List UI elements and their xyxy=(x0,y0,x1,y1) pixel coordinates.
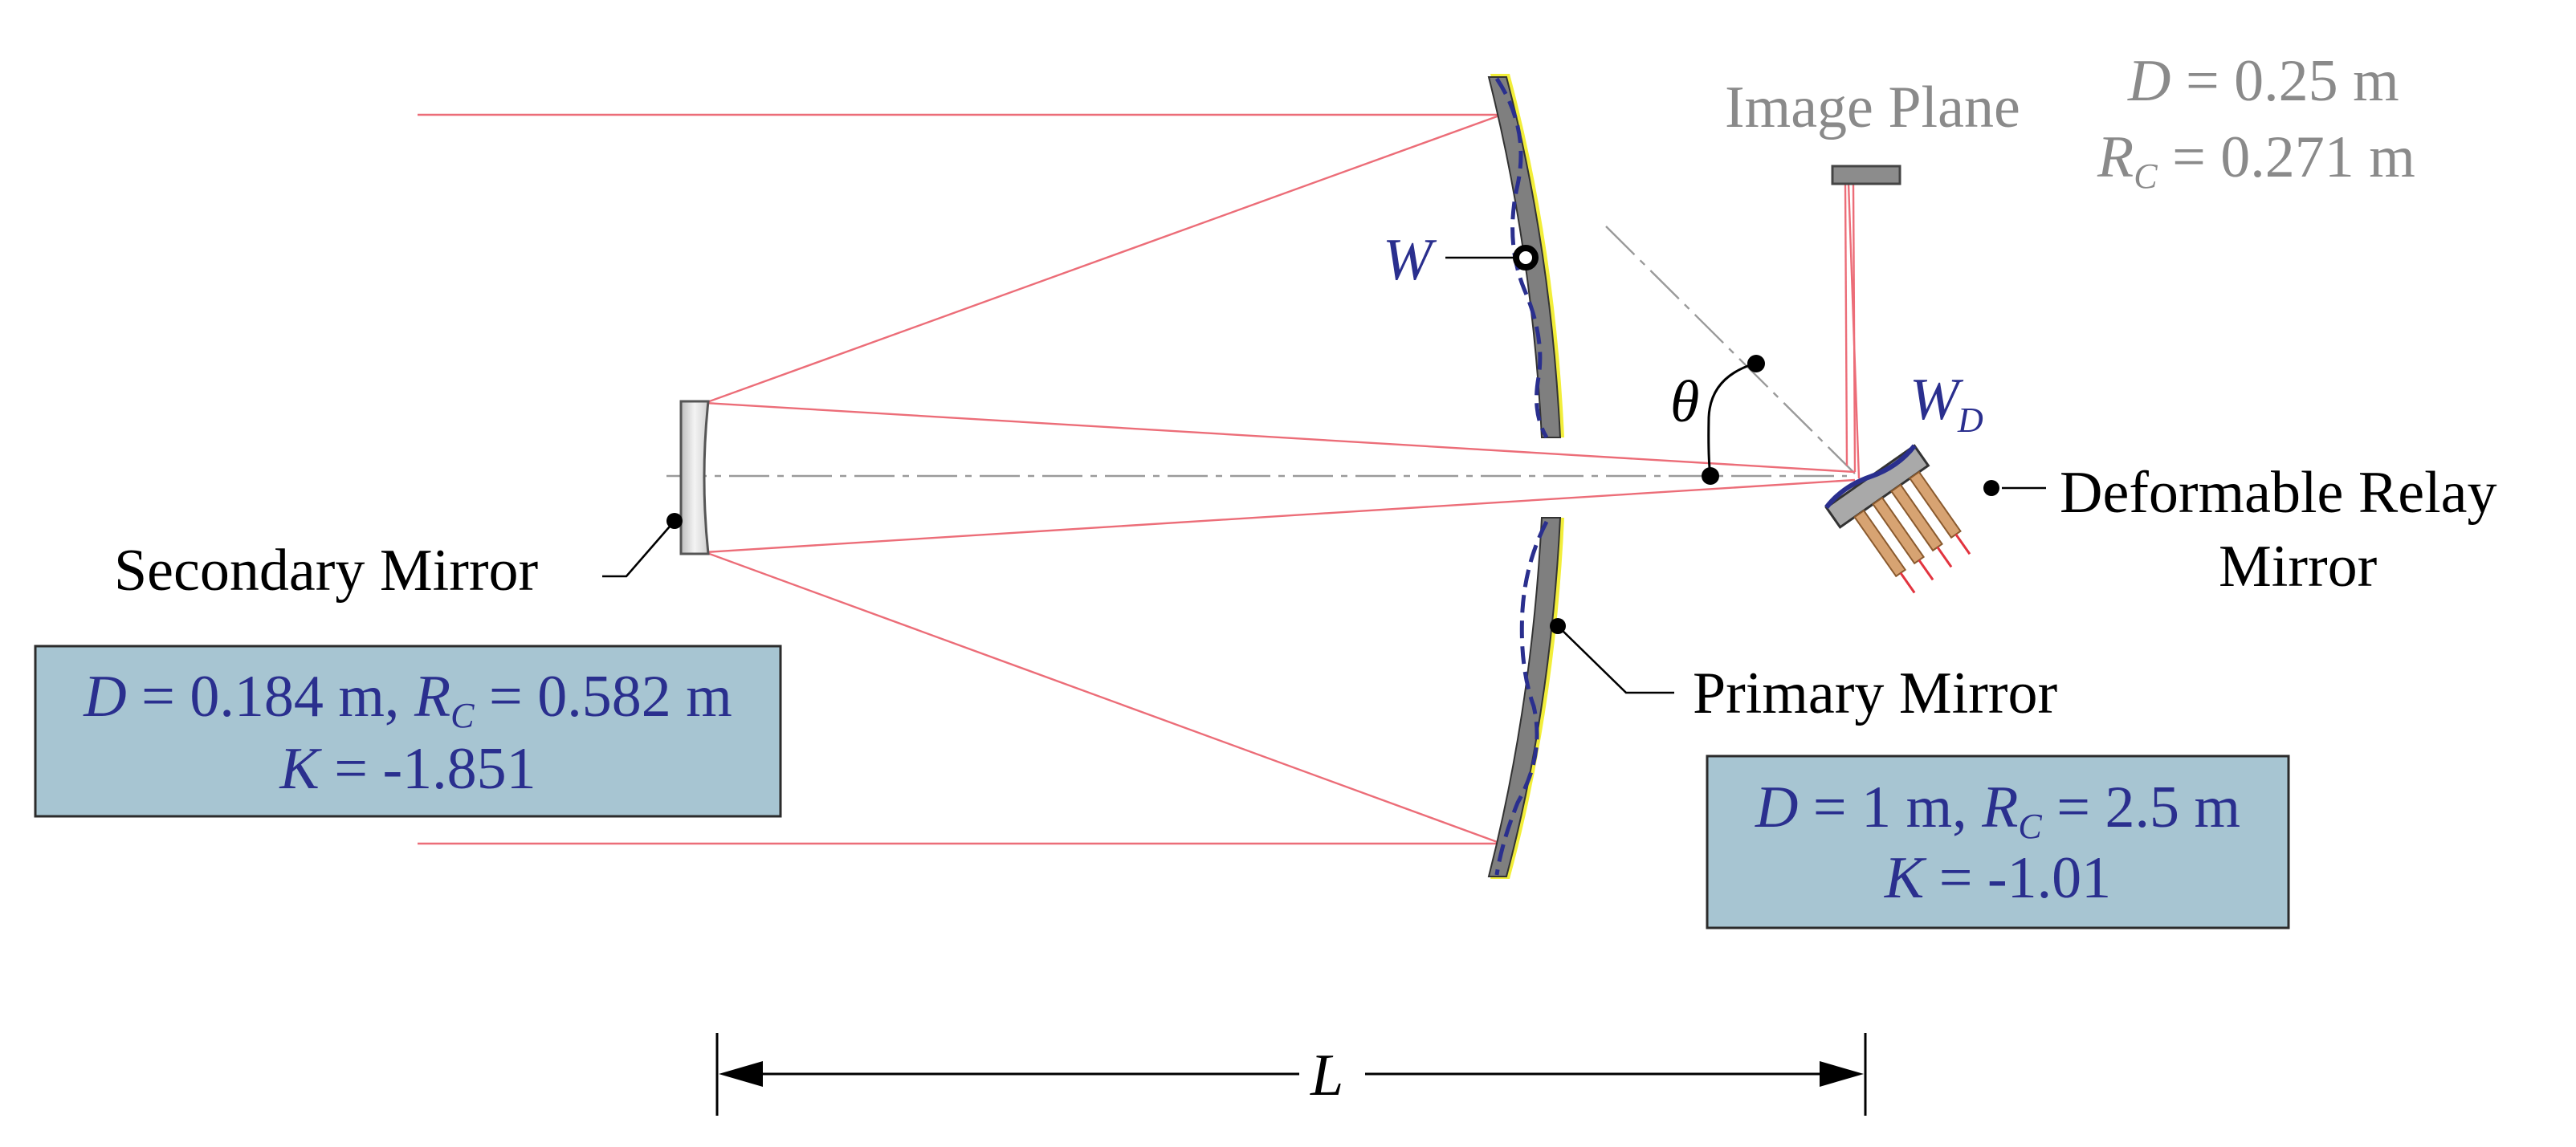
length-label: L xyxy=(1310,1043,1343,1108)
secondary-label: Secondary Mirror xyxy=(114,538,538,604)
svg-text:K = -1.01: K = -1.01 xyxy=(1884,845,2111,911)
svg-text:RC = 0.271 m: RC = 0.271 m xyxy=(2097,124,2415,196)
theta-dot-lower xyxy=(1702,467,1719,485)
svg-text:K = -1.851: K = -1.851 xyxy=(279,736,536,802)
secondary-leader xyxy=(602,520,675,578)
theta-arc xyxy=(1707,362,1755,477)
image-plane xyxy=(1831,165,1901,185)
theta-label: θ xyxy=(1670,369,1699,435)
w-label: W xyxy=(1383,227,1437,293)
deformable-relay-mirror xyxy=(1824,444,1971,594)
secondary-mirror xyxy=(679,400,710,555)
wd-sub: D xyxy=(1957,401,1983,440)
primary-dot xyxy=(1550,618,1566,634)
relay-label-line2: Mirror xyxy=(2219,534,2377,600)
light-rays xyxy=(418,113,1861,845)
w-marker xyxy=(1513,245,1539,270)
primary-leader xyxy=(1557,625,1674,694)
svg-text:D = 0.25 m: D = 0.25 m xyxy=(2127,48,2399,114)
theta-dot-upper xyxy=(1747,355,1765,372)
svg-text:D = 1 m, RC = 2.5 m: D = 1 m, RC = 2.5 m xyxy=(1755,775,2240,846)
length-dimension xyxy=(715,1033,1867,1116)
primary-label: Primary Mirror xyxy=(1693,661,2057,726)
image-plane-label: Image Plane xyxy=(1725,75,2020,140)
wd-label: W xyxy=(1910,367,1964,433)
svg-text:D = 0.184 m, RC = 0.582 m: D = 0.184 m, RC = 0.582 m xyxy=(83,664,732,735)
secondary-dot xyxy=(666,513,683,529)
primary-spec-box: D = 1 m, RC = 2.5 m K = -1.01 xyxy=(1706,754,2290,929)
secondary-spec-box: D = 0.184 m, RC = 0.582 m K = -1.851 xyxy=(34,645,782,818)
relay-label-line1: Deformable Relay xyxy=(2060,460,2497,526)
relay-dot xyxy=(1983,480,1999,496)
image-plane-spec: D = 0.25 m RC = 0.271 m xyxy=(2097,48,2415,196)
relay-axis xyxy=(1605,226,1856,474)
